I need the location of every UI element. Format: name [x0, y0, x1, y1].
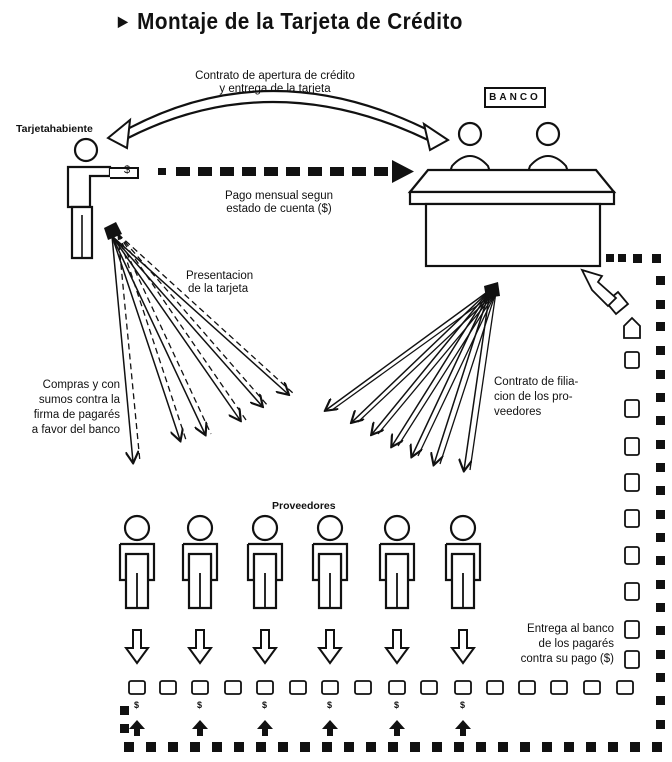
presentation-label: Presentacion de la tarjeta	[186, 270, 253, 296]
title-text: Montaje de la Tarjeta de Crédito	[137, 8, 463, 34]
dollar-under-note-5: $	[394, 700, 400, 710]
money-up-arrows	[129, 720, 471, 736]
dollar-under-note-2: $	[197, 700, 203, 710]
dollar-under-note-3: $	[262, 700, 268, 710]
dollar-under-note-1: $	[134, 700, 140, 710]
presentation-hand-icon	[104, 222, 122, 240]
affiliation-label-line1: Contrato de filia-	[494, 376, 579, 388]
purchase-rays-dashed	[117, 233, 295, 463]
affiliation-rays-2	[331, 291, 497, 471]
affiliation-hand-icon	[484, 282, 500, 298]
suppliers-label: Proveedores	[272, 500, 336, 512]
supplier-figures	[118, 514, 482, 610]
dollar-under-note-4: $	[327, 700, 333, 710]
payment-label: Pago mensual segun estado de cuenta ($)	[184, 190, 374, 216]
purchase-rays	[111, 235, 288, 462]
supplier-down-arrows	[125, 629, 475, 664]
contract-arrow	[106, 90, 450, 152]
cardholder-figure	[66, 137, 139, 260]
purchases-label-line1: Compras y con	[42, 379, 120, 391]
delivery-label-line3: contra su pago ($)	[520, 652, 614, 665]
payment-arrow	[158, 160, 414, 183]
promissory-notes-row	[128, 680, 634, 695]
contract-label: Contrato de apertura de crédito y entreg…	[150, 70, 400, 96]
purchases-label-line2: sumos contra la	[38, 393, 120, 406]
purchases-label-line3: firma de pagarés	[33, 408, 120, 421]
cardholder-label: Tarjetahabiente	[16, 123, 93, 135]
presentation-label-line2: de la tarjeta	[188, 283, 249, 296]
delivery-label-line2: de los pagarés	[538, 637, 614, 650]
purchases-label-line4: a favor del banco	[31, 423, 120, 436]
purchases-label: Compras y con sumos contra la firma de p…	[2, 378, 120, 438]
contract-label-line1: Contrato de apertura de crédito	[195, 70, 355, 82]
affiliation-label-line3: veedores	[494, 405, 542, 418]
affiliation-label-line2: cion de los pro-	[494, 390, 573, 403]
diagram-title: ▶ Montaje de la Tarjeta de Crédito	[118, 8, 463, 34]
dollar-under-note-6: $	[460, 700, 466, 710]
money-path-dots	[120, 254, 665, 752]
delivery-label-line1: Entrega al banco	[527, 623, 614, 635]
payment-label-line1: Pago mensual segun	[224, 190, 334, 202]
contract-label-line2: y entrega de la tarjeta	[219, 83, 331, 96]
affiliation-label: Contrato de filia- cion de los pro- veed…	[494, 375, 578, 420]
affiliation-rays	[326, 289, 491, 470]
presentation-label-line1: Presentacion	[186, 270, 254, 282]
delivery-label: Entrega al banco de los pagarés contra s…	[488, 622, 614, 667]
bank-desk	[407, 121, 617, 268]
triangle-bullet-icon: ▶	[118, 13, 129, 29]
bank-label: BANCO	[484, 87, 546, 108]
payment-label-line2: estado de cuenta ($)	[226, 203, 332, 216]
dollar-sign-label: $	[124, 164, 131, 176]
promissory-notes-column	[580, 268, 641, 669]
